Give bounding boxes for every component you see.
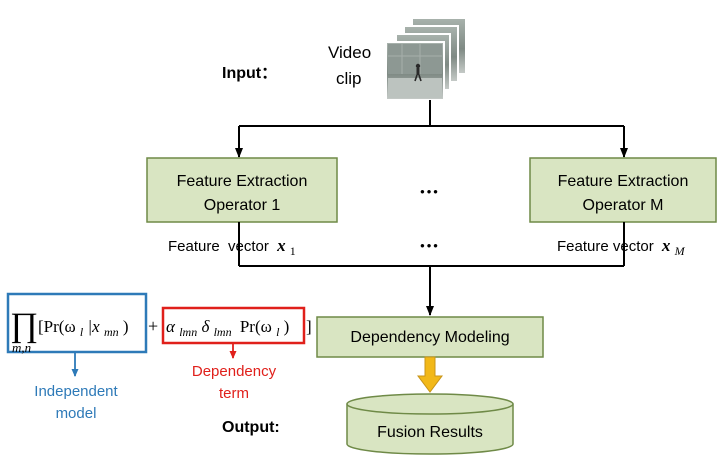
merge-connector xyxy=(238,222,625,316)
fusion-results-cylinder: Fusion Results xyxy=(346,393,514,455)
feature-vector-1-text: Feature vector xyxy=(168,238,269,255)
extractor-m-line2: Operator M xyxy=(583,197,664,214)
feature-extractor-box-1: Feature Extraction Operator 1 xyxy=(146,157,338,223)
alpha-symbol: α xyxy=(166,317,176,336)
independent-label-line1: Independent xyxy=(34,383,118,400)
independent-open: [Pr(ω xyxy=(38,317,76,336)
plus-sign: + xyxy=(148,316,158,336)
product-subscript: m,n xyxy=(12,340,31,355)
independent-sub-mn: mn xyxy=(104,325,119,339)
feature-vector-m-symbol: x xyxy=(661,236,671,255)
independent-bar: |x xyxy=(87,317,100,336)
pr-close: ) xyxy=(284,317,290,336)
independent-sub-l: l xyxy=(80,325,84,339)
video-clip-frames xyxy=(385,17,467,101)
output-label: Output: xyxy=(222,419,280,436)
input-label: Input： xyxy=(222,65,277,82)
ellipsis-vectors: ••• xyxy=(420,238,440,253)
extractor-1-line1: Feature Extraction xyxy=(177,173,308,190)
feature-vector-m-label: Feature vector x M xyxy=(557,236,686,258)
feature-extractor-box-m: Feature Extraction Operator M xyxy=(529,157,717,223)
dependency-label-line1: Dependency xyxy=(192,363,277,380)
dependency-label-line2: term xyxy=(219,385,249,402)
dependency-modeling-box: Dependency Modeling xyxy=(316,316,544,358)
pr-subscript: l xyxy=(276,325,280,339)
extractor-1-line2: Operator 1 xyxy=(204,197,281,214)
video-clip-label-line2: clip xyxy=(336,69,362,88)
independent-close: ) xyxy=(123,317,129,336)
ellipsis-extractors: ••• xyxy=(420,184,440,199)
feature-vector-1-label: Feature vector x 1 xyxy=(168,236,296,258)
bracket-close: ] xyxy=(306,317,312,336)
dependency-expression: α lmn δ lmn Pr(ω l ) xyxy=(166,317,289,340)
dependency-modeling-label: Dependency Modeling xyxy=(350,329,509,346)
fusion-formula: ∏ m,n [Pr(ω l |x mn ) + α lmn δ lmn Pr(ω… xyxy=(6,292,312,355)
pr-open: Pr(ω xyxy=(240,317,272,336)
alpha-subscript: lmn xyxy=(179,325,197,339)
video-clip-label-line1: Video xyxy=(328,43,371,62)
feature-vector-m-subscript: M xyxy=(674,244,686,258)
independent-model-box xyxy=(6,292,148,354)
extractor-m-line1: Feature Extraction xyxy=(558,173,689,190)
feature-vector-1-symbol: x xyxy=(276,236,286,255)
walking-person-icon xyxy=(414,63,422,82)
feature-vector-1-subscript: 1 xyxy=(290,244,296,258)
product-symbol: ∏ xyxy=(10,307,38,344)
fusion-results-label: Fusion Results xyxy=(377,424,483,441)
independent-label-line2: model xyxy=(56,405,97,422)
video-frame xyxy=(385,41,445,101)
delta-subscript: lmn xyxy=(214,325,232,339)
feature-vector-m-text: Feature vector xyxy=(557,238,654,255)
independent-expression: [Pr(ω l |x mn ) xyxy=(38,317,129,340)
split-connector xyxy=(235,100,628,158)
delta-symbol: δ xyxy=(201,317,210,336)
output-arrow xyxy=(417,356,443,393)
